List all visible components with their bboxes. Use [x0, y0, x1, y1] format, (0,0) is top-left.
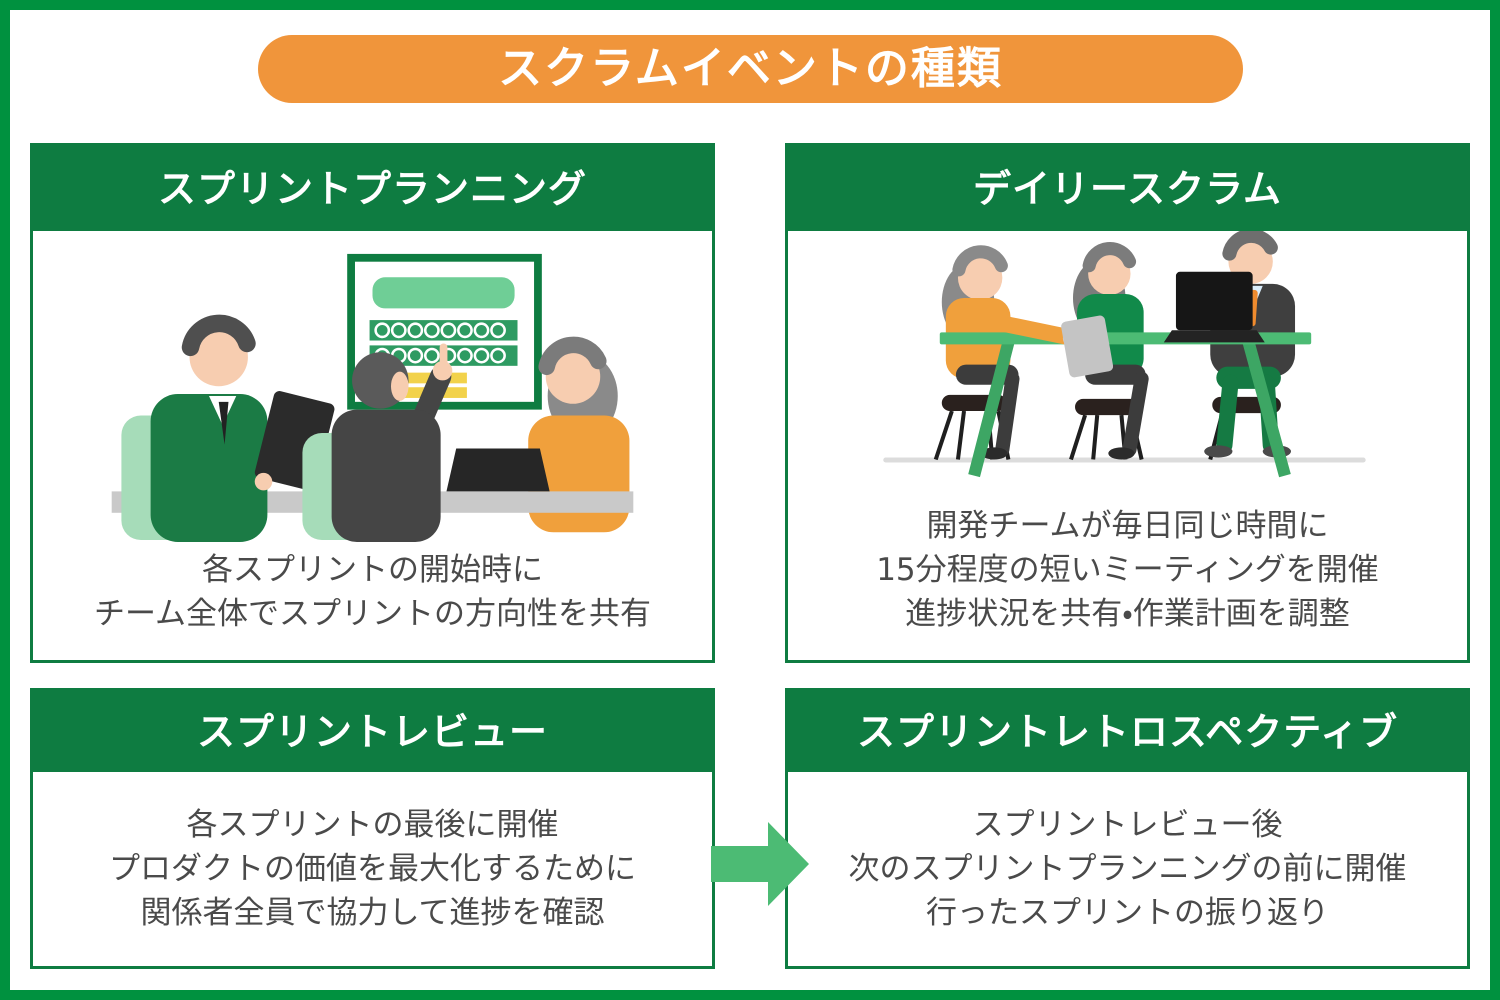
card-sprint-review-description: 各スプリントの最後に開催 プロダクトの価値を最大化するために 関係者全員で協力し…: [109, 803, 636, 935]
card-title: スプリントプランニング: [157, 166, 587, 211]
description-line: プロダクトの価値を最大化するために: [109, 851, 636, 887]
description-line: 各スプリントの最後に開催: [186, 807, 559, 843]
card-sprint-retrospective: スプリントレトロスペクティブ スプリントレビュー後 次のスプリントプランニングの…: [785, 688, 1470, 969]
card-daily-scrum-description: 開発チームが毎日同じ時間に 15分程度の短いミーティングを開催 進捗状況を共有・…: [798, 504, 1457, 636]
card-title: スプリントレビュー: [196, 709, 548, 754]
person-dark-suit-pointing: [331, 343, 453, 542]
title-banner: スクラムイベントの種類: [258, 35, 1243, 103]
description-line: 各スプリントの開始時に: [202, 552, 543, 588]
description-line: 行ったスプリントの振り返り: [926, 895, 1329, 931]
laptop-icon: [446, 448, 550, 492]
person-green-suit: [150, 314, 335, 542]
card-sprint-retrospective-body: スプリントレビュー後 次のスプリントプランニングの前に開催 行ったスプリントの振…: [788, 772, 1467, 966]
card-daily-scrum: デイリースクラム: [785, 143, 1470, 663]
card-sprint-planning-body: 各スプリントの開始時に チーム全体でスプリントの方向性を共有: [33, 231, 712, 660]
arrow-right-icon: [711, 822, 809, 906]
card-sprint-retrospective-description: スプリントレビュー後 次のスプリントプランニングの前に開催 行ったスプリントの振…: [849, 803, 1407, 935]
description-line: 次のスプリントプランニングの前に開催: [848, 851, 1407, 887]
description-line: チーム全体でスプリントの方向性を共有: [93, 596, 652, 632]
card-daily-scrum-header: デイリースクラム: [788, 146, 1467, 231]
laptop-icon: [1163, 271, 1265, 343]
daily-scrum-illustration: [788, 231, 1467, 498]
card-title: スプリントレトロスペクティブ: [856, 709, 1399, 754]
card-sprint-planning-header: スプリントプランニング: [33, 146, 712, 231]
description-line: 開発チームが毎日同じ時間に: [926, 508, 1329, 544]
description-line: 関係者全員で協力して進捗を確認: [140, 895, 605, 931]
description-line: スプリントレビュー後: [972, 807, 1283, 843]
card-sprint-review-body: 各スプリントの最後に開催 プロダクトの価値を最大化するために 関係者全員で協力し…: [33, 772, 712, 966]
floor-line: [883, 457, 1366, 463]
card-sprint-planning: スプリントプランニング: [30, 143, 715, 663]
sprint-planning-illustration-svg: [111, 253, 634, 542]
page-title: スクラムイベントの種類: [498, 43, 1003, 94]
description-line: 進捗状況を共有・作業計画を調整: [905, 596, 1350, 632]
description-line: 15分程度の短いミーティングを開催: [876, 552, 1379, 588]
daily-scrum-illustration-svg: [883, 231, 1366, 478]
card-daily-scrum-body: 開発チームが毎日同じ時間に 15分程度の短いミーティングを開催 進捗状況を共有・…: [788, 231, 1467, 660]
card-sprint-review: スプリントレビュー 各スプリントの最後に開催 プロダクトの価値を最大化するために…: [30, 688, 715, 969]
card-title: デイリースクラム: [973, 166, 1282, 211]
sprint-planning-illustration: [33, 231, 712, 542]
card-sprint-planning-description: 各スプリントの開始時に チーム全体でスプリントの方向性を共有: [43, 548, 702, 636]
card-sprint-retrospective-header: スプリントレトロスペクティブ: [788, 691, 1467, 772]
card-sprint-review-header: スプリントレビュー: [33, 691, 712, 772]
tablet-icon: [1061, 315, 1114, 378]
